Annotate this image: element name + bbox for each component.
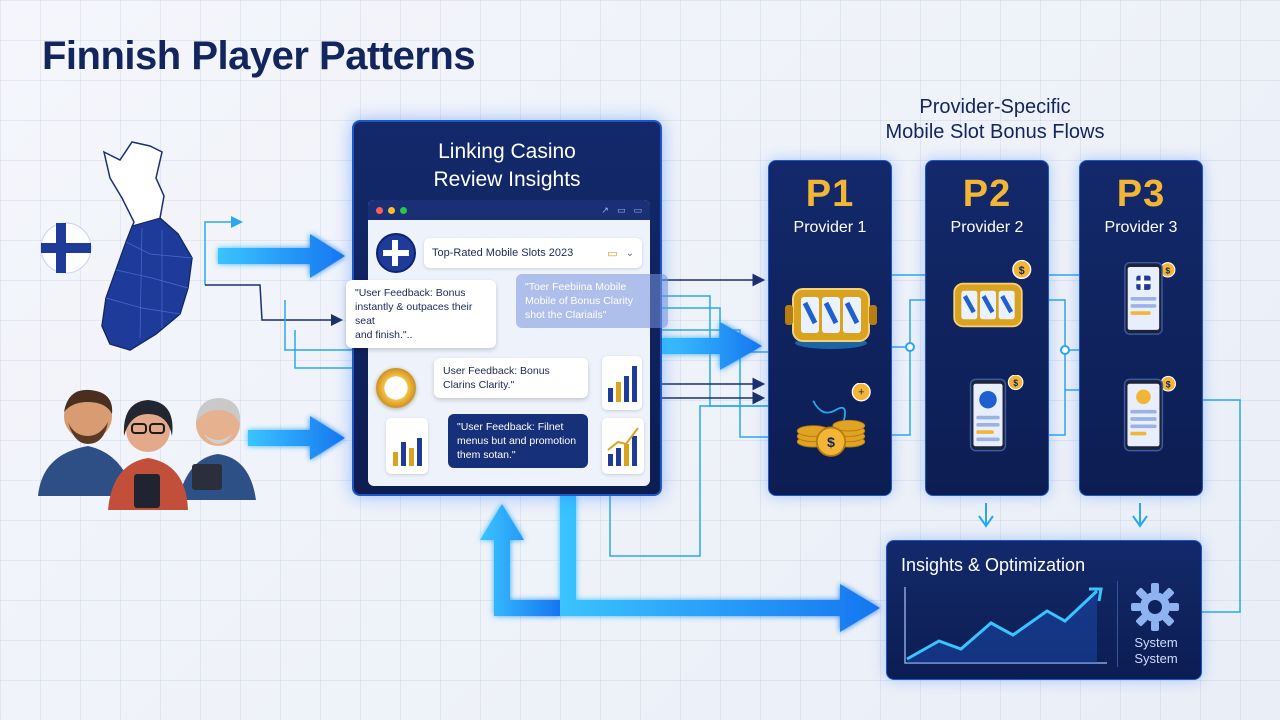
system-label: System System xyxy=(1134,635,1178,666)
feedback-bubble-right: "Toer Feebiina Mobile Mobile of Bonus Cl… xyxy=(516,274,668,328)
page-title: Finnish Player Patterns xyxy=(42,34,476,78)
browser-window: ↗ ▭ ▭ Top-Rated Mobile Slots 2023 ▭ ⌄ Us… xyxy=(368,200,650,486)
svg-text:$: $ xyxy=(1166,379,1171,389)
minimize-dot[interactable] xyxy=(388,206,395,214)
provider-name: Provider 1 xyxy=(793,219,867,236)
feedback-bubble-bottom: "User Feedback: Filnet menus but and pro… xyxy=(448,414,588,468)
coin-stack-icon: + $ xyxy=(796,383,871,457)
close-dot[interactable] xyxy=(376,206,383,214)
smartphone-icon: $ xyxy=(1124,262,1176,335)
finland-flag-icon xyxy=(376,233,416,273)
browser-titlebar: ↗ ▭ ▭ xyxy=(368,200,650,220)
dial-gauge-icon xyxy=(376,368,416,408)
provider-code: P3 xyxy=(1116,173,1166,215)
smartphone-icon: $ xyxy=(1123,375,1176,452)
smartphone-icon: $ xyxy=(969,375,1024,452)
tabs-icon[interactable]: ▭ xyxy=(616,204,626,215)
browser-toolbar-icons: ↗ ▭ ▭ xyxy=(601,205,642,216)
svg-text:$: $ xyxy=(1013,378,1018,388)
slot-machine-icon: $ xyxy=(953,259,1032,328)
svg-text:$: $ xyxy=(827,435,835,451)
search-row: Top-Rated Mobile Slots 2023 ▭ ⌄ xyxy=(376,232,642,274)
insights-optimization-panel: Insights & Optimization System System xyxy=(886,540,1202,680)
bar-chart-icon xyxy=(602,356,642,410)
provider-code: P2 xyxy=(962,173,1012,215)
chat-icon: ▭ xyxy=(607,247,618,260)
provider-name: Provider 3 xyxy=(1104,219,1178,236)
provider-card-p3[interactable]: P3 Provider 3 $ $ xyxy=(1079,160,1203,496)
svg-text:+: + xyxy=(858,386,864,398)
svg-text:$: $ xyxy=(1019,265,1025,277)
search-input[interactable]: Top-Rated Mobile Slots 2023 ▭ ⌄ xyxy=(424,238,642,268)
slot-machine-icon xyxy=(785,288,877,349)
insights-title: Insights & Optimization xyxy=(901,555,1086,575)
chevron-down-icon[interactable]: ⌄ xyxy=(625,247,634,259)
provider-card-p2[interactable]: P2 Provider 2 $ $ xyxy=(925,160,1049,496)
bar-chart-icon xyxy=(386,418,428,474)
provider-name: Provider 2 xyxy=(950,219,1024,236)
panel-divider xyxy=(1117,581,1118,667)
finland-flag-icon xyxy=(40,222,92,274)
search-text: Top-Rated Mobile Slots 2023 xyxy=(432,247,574,259)
svg-text:$: $ xyxy=(1165,265,1170,275)
maximize-dot[interactable] xyxy=(400,206,407,214)
menu-icon[interactable]: ▭ xyxy=(633,204,642,215)
feedback-bubble-left: "User Feedback: Bonus instantly & outpac… xyxy=(346,280,496,348)
gear-icon xyxy=(1131,583,1179,631)
providers-header: Provider-Specific Mobile Slot Bonus Flow… xyxy=(885,96,1105,143)
share-icon[interactable]: ↗ xyxy=(601,204,609,215)
trend-chart-icon xyxy=(904,587,1107,664)
review-panel-title: Linking Casino Review Insights xyxy=(433,140,581,191)
provider-card-p1[interactable]: P1 Provider 1 + $ xyxy=(768,160,892,496)
feedback-bubble-clarity: User Feedback: Bonus Clarins Clarity." xyxy=(434,358,588,398)
players-icon xyxy=(38,389,256,510)
provider-code: P1 xyxy=(805,173,855,215)
finland-map-icon xyxy=(101,141,193,351)
trend-chart-icon xyxy=(602,418,644,474)
